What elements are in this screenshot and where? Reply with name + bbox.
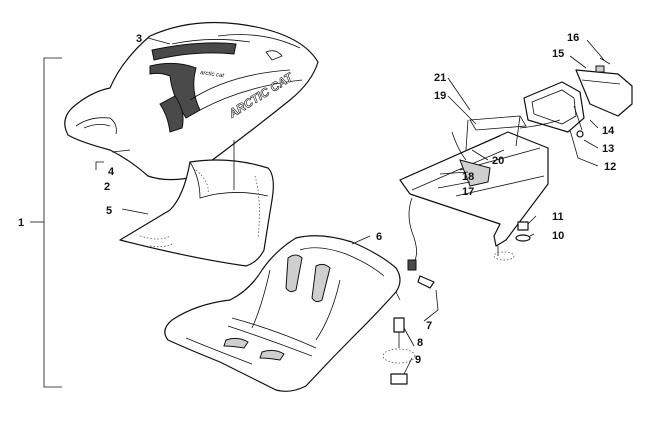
callout-19: 19	[434, 90, 446, 102]
wire-harness	[407, 197, 417, 271]
callout-7: 7	[426, 320, 432, 332]
taillight-assembly	[519, 57, 633, 138]
seat-cover-text: arctic cat	[200, 70, 225, 79]
callout-20: 20	[492, 155, 504, 167]
seat-foam	[119, 140, 274, 267]
assembly-bracket	[30, 57, 62, 388]
callout-15: 15	[552, 48, 564, 60]
rack-frame	[399, 115, 549, 261]
callout-6: 6	[376, 231, 382, 243]
callout-2: 2	[104, 181, 110, 193]
callout-3: 3	[136, 33, 142, 45]
callout-10: 10	[552, 230, 564, 242]
callout-21: 21	[434, 72, 446, 84]
hardware-10-11	[515, 221, 531, 242]
callout-labels: 1 2 3 4 5 6 7 8 9 10 11 12 13 14 15 16 1…	[18, 32, 616, 366]
hardware-7-8-9	[382, 275, 435, 385]
callout-9: 9	[415, 354, 421, 366]
callout-12: 12	[604, 161, 616, 173]
callout-13: 13	[602, 143, 614, 155]
callout-16: 16	[567, 32, 579, 44]
callout-8: 8	[417, 337, 423, 349]
callout-18: 18	[462, 171, 474, 183]
leader-lines	[95, 37, 605, 375]
callout-5: 5	[106, 205, 112, 217]
callout-14: 14	[602, 125, 615, 137]
callout-17: 17	[462, 186, 474, 198]
seat-base-pan	[164, 235, 401, 392]
callout-4: 4	[108, 166, 115, 178]
callout-1: 1	[18, 217, 24, 229]
seat-cover: arctic cat ARCTIC CAT	[64, 21, 319, 181]
callout-11: 11	[552, 211, 564, 223]
